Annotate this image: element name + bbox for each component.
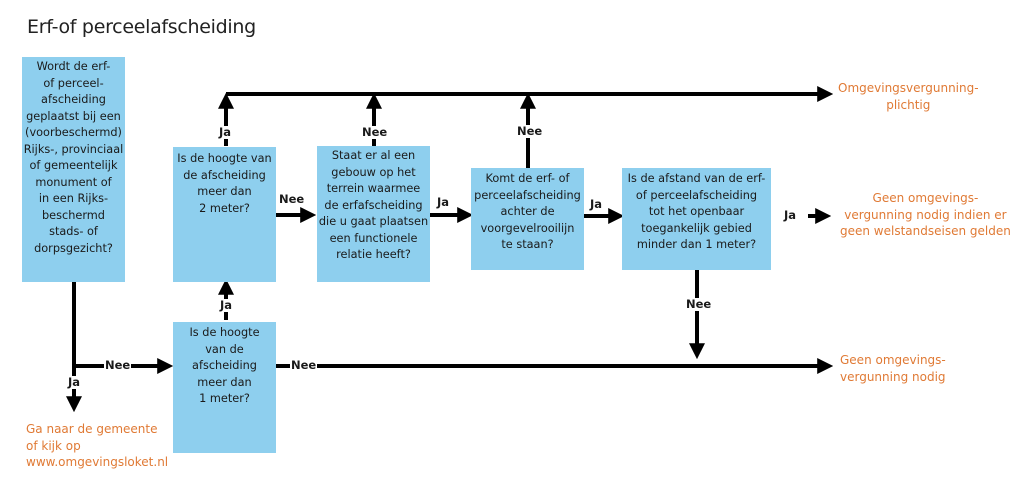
page-title: Erf-of perceelafscheiding (27, 16, 256, 38)
question-distance: Is de afstand van de erf- of perceelafsc… (622, 168, 771, 270)
label-height2-ja: Ja (218, 125, 233, 139)
label-monument-nee: Nee (104, 358, 132, 372)
label-monument-ja: Ja (67, 375, 82, 389)
question-distance-text: Is de afstand van de erf- of perceelafsc… (627, 172, 766, 251)
question-height-2m-text: Is de hoogte van de afscheiding meer dan… (177, 152, 272, 215)
label-distance-ja: Ja (783, 208, 798, 222)
question-building-text: Staat er al een gebouw op het terrein wa… (318, 149, 429, 261)
outcome-no-permit-welstand: Geen omgevings- vergunning nodig indien … (840, 191, 1011, 238)
question-height-1m: Is de hoogte van de afscheiding meer dan… (173, 322, 276, 453)
question-behind-text: Komt de erf- of perceelafscheiding achte… (474, 172, 581, 251)
question-height-2m: Is de hoogte van de afscheiding meer dan… (173, 147, 276, 282)
outcome-permit-required: Omgevingsvergunning- plichtig (838, 81, 979, 112)
label-building-ja: Ja (437, 195, 450, 209)
label-behind-ja: Ja (590, 197, 603, 211)
question-building: Staat er al een gebouw op het terrein wa… (317, 146, 430, 282)
label-building-nee: Nee (361, 125, 389, 139)
outcome-no-permit: Geen omgevings- vergunning nodig (840, 353, 946, 384)
label-distance-nee: Nee (685, 297, 713, 311)
label-behind-nee: Nee (516, 124, 544, 138)
question-monument: Wordt de erf- of perceel- afscheiding ge… (22, 57, 125, 282)
question-height-1m-text: Is de hoogte van de afscheiding meer dan… (189, 326, 260, 405)
outcome-municipality: Ga naar de gemeente of kijk op www.omgev… (26, 422, 169, 469)
label-height1-nee: Nee (290, 358, 318, 372)
question-behind-building-line: Komt de erf- of perceelafscheiding achte… (471, 168, 584, 270)
label-height1-ja: Ja (219, 298, 234, 312)
question-monument-text: Wordt de erf- of perceel- afscheiding ge… (23, 60, 124, 255)
label-height2-nee: Nee (279, 192, 305, 206)
